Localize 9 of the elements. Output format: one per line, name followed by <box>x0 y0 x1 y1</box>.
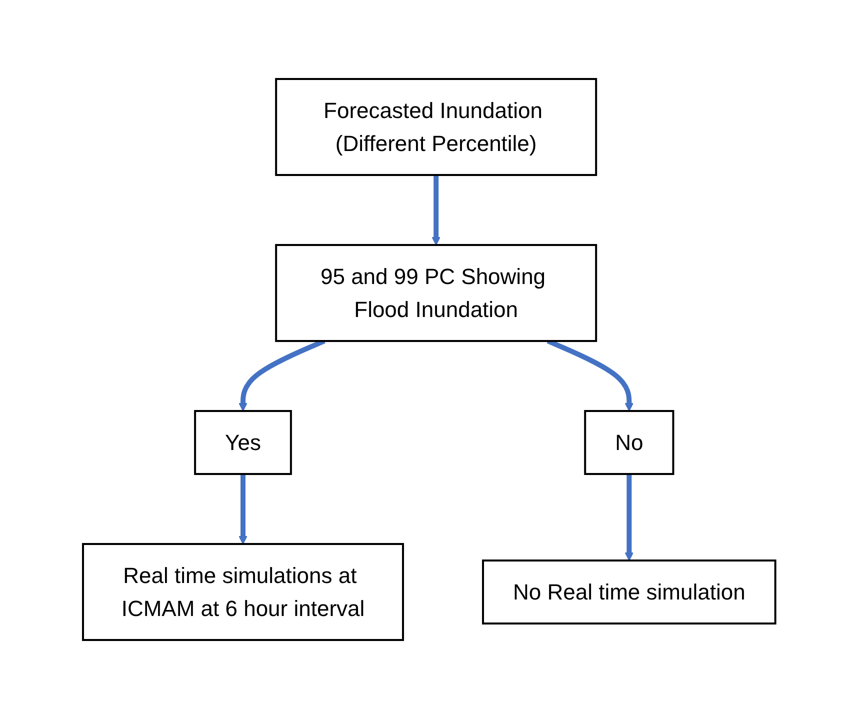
node-box: Real time simulations at ICMAM at 6 hour interval <box>82 543 404 641</box>
node-box: Yes <box>194 410 292 475</box>
node-box: No <box>584 410 674 475</box>
node-box: No Real time simulation <box>482 560 776 624</box>
arrow <box>238 474 248 544</box>
arrow <box>432 175 440 246</box>
node-box: Forecasted Inundation (Different Percentile) <box>274 78 597 176</box>
node-box: 95 and 99 PC Showing Flood Inundation <box>274 244 597 342</box>
arrow <box>624 474 634 561</box>
